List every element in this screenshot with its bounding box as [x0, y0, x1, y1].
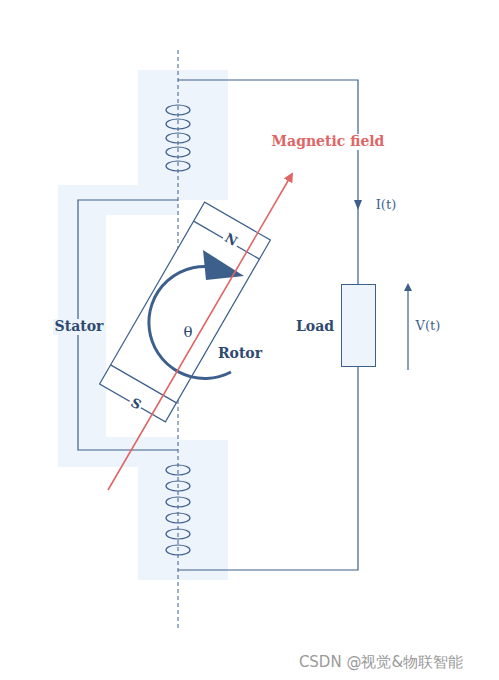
coil-turn — [166, 465, 190, 475]
stator-label: Stator — [53, 319, 106, 334]
coil-turn — [166, 119, 190, 129]
coil-turn — [166, 545, 190, 555]
rotor — [100, 202, 271, 422]
magnetic-field-arrow — [108, 174, 292, 490]
coil-turn — [166, 161, 190, 171]
load-label: Load — [296, 318, 334, 334]
rotor-label: Rotor — [216, 346, 264, 361]
current-label: I(t) — [374, 198, 399, 212]
coil-turn — [166, 529, 190, 539]
coil-turn — [166, 147, 190, 157]
load-resistor: Load — [341, 284, 376, 367]
voltage-label: V(t) — [414, 319, 443, 333]
field-label: Magnetic field — [270, 134, 387, 149]
coil-turn — [166, 481, 190, 491]
current-arrow — [354, 200, 362, 210]
rotation-arrowhead — [203, 250, 244, 280]
coil-turn — [166, 105, 190, 115]
wire — [178, 80, 358, 284]
watermark: CSDN @视觉&物联智能 — [297, 654, 465, 671]
angle-label: θ — [181, 324, 194, 341]
voltage-arrow — [407, 285, 408, 370]
wire — [178, 367, 358, 570]
coil-turn — [166, 513, 190, 523]
coil-turn — [166, 497, 190, 507]
coil-turn — [166, 133, 190, 143]
